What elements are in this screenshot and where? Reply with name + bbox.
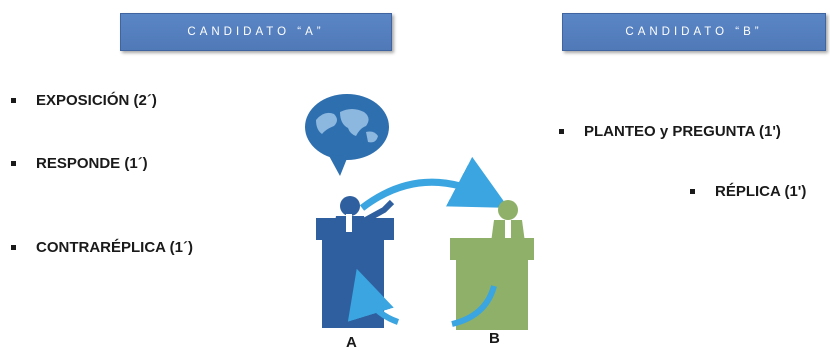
curved-arrow-icon <box>347 268 400 325</box>
curved-arrow-icon <box>359 156 509 211</box>
bullet-icon <box>690 189 695 194</box>
candidate-a-item-contrareplica: CONTRARÉPLICA (1´) <box>11 239 193 256</box>
candidate-a-item-responde: RESPONDE (1´) <box>11 155 148 172</box>
bullet-icon <box>11 98 16 103</box>
candidate-b-header-label: CANDIDATO “B” <box>625 26 763 38</box>
item-label: EXPOSICIÓN (2´) <box>36 92 157 109</box>
candidate-a-item-exposicion: EXPOSICIÓN (2´) <box>11 92 157 109</box>
speaker-a-podium-icon <box>316 196 395 328</box>
candidate-b-item-replica: RÉPLICA (1') <box>690 183 806 200</box>
speech-bubble-world-map-icon <box>305 94 389 176</box>
bullet-icon <box>559 129 564 134</box>
item-label: CONTRARÉPLICA (1´) <box>36 239 193 256</box>
item-label: RÉPLICA (1') <box>715 183 807 200</box>
item-label: PLANTEO y PREGUNTA (1') <box>584 123 781 140</box>
candidate-b-header: CANDIDATO “B” <box>562 13 826 51</box>
curved-arrow-icon <box>451 285 497 327</box>
candidate-a-label: A <box>346 334 357 351</box>
speaker-b-podium-icon <box>450 200 534 330</box>
bullet-icon <box>11 161 16 166</box>
debate-illustration <box>305 94 534 330</box>
candidate-a-header-label: CANDIDATO “A” <box>187 26 325 38</box>
candidate-b-label: B <box>489 330 500 347</box>
bullet-icon <box>11 245 16 250</box>
item-label: RESPONDE (1´) <box>36 155 148 172</box>
candidate-b-item-planteo: PLANTEO y PREGUNTA (1') <box>559 123 781 140</box>
candidate-a-header: CANDIDATO “A” <box>120 13 392 51</box>
